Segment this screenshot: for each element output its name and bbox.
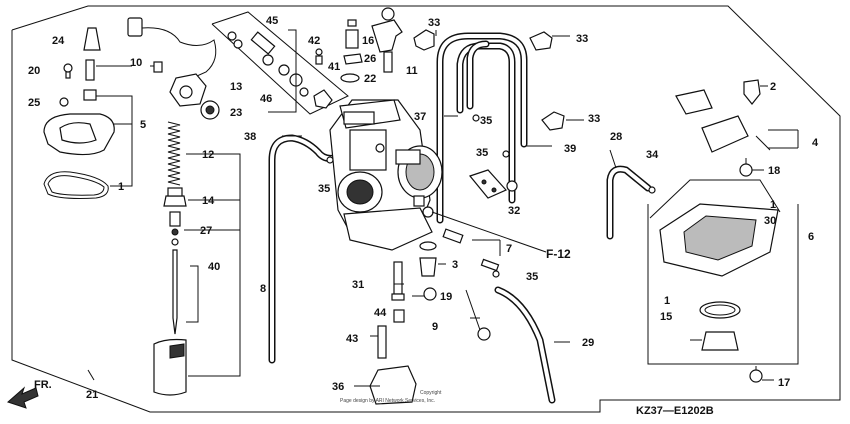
label-9: 9 — [432, 321, 438, 333]
label-24: 24 — [52, 35, 65, 47]
label-1c: 1 — [664, 295, 670, 307]
throttle-valve-group — [153, 121, 241, 396]
sensor-wire-group — [127, 17, 220, 120]
label-42: 42 — [308, 35, 320, 47]
label-25: 25 — [28, 97, 40, 109]
label-35a: 35 — [318, 183, 330, 195]
top-small-parts — [315, 7, 403, 83]
label-14: 14 — [202, 195, 215, 207]
float-bowl — [647, 179, 799, 383]
jet-parts — [326, 114, 510, 405]
throttle-sensor-group — [43, 27, 133, 199]
label-39: 39 — [564, 143, 576, 155]
label-33b: 33 — [576, 33, 588, 45]
carburetor-body — [329, 99, 547, 253]
label-35b: 35 — [480, 115, 492, 127]
label-21: 21 — [86, 389, 98, 401]
plate-32 — [468, 169, 518, 199]
label-1b: 1 — [770, 199, 776, 211]
ref-label: F-12 — [546, 247, 571, 261]
label-5: 5 — [140, 119, 146, 131]
label-44: 44 — [374, 307, 387, 319]
label-10: 10 — [130, 57, 142, 69]
label-30: 30 — [764, 215, 776, 227]
label-22: 22 — [364, 73, 376, 85]
tube-28 — [606, 165, 656, 240]
vent-tube-38 — [268, 134, 338, 364]
label-6: 6 — [808, 231, 814, 243]
label-27: 27 — [200, 225, 212, 237]
diagram-frame — [11, 5, 841, 413]
label-13: 13 — [230, 81, 242, 93]
label-20: 20 — [28, 65, 40, 77]
label-35d: 35 — [526, 271, 538, 283]
label-2: 2 — [770, 81, 776, 93]
label-3: 3 — [452, 259, 458, 271]
front-direction-arrow — [7, 386, 39, 409]
label-4: 4 — [812, 137, 819, 149]
label-15: 15 — [660, 311, 672, 323]
label-43: 43 — [346, 333, 358, 345]
label-23: 23 — [230, 107, 242, 119]
label-40: 40 — [208, 261, 220, 273]
label-7: 7 — [506, 243, 512, 255]
label-11: 11 — [406, 65, 418, 77]
direction-label: FR. — [34, 379, 52, 391]
label-33c: 33 — [588, 113, 600, 125]
label-17: 17 — [778, 377, 790, 389]
label-1a: 1 — [118, 181, 124, 193]
label-36: 36 — [332, 381, 344, 393]
label-45: 45 — [266, 15, 278, 27]
label-8: 8 — [260, 283, 266, 295]
label-26: 26 — [364, 53, 376, 65]
label-35c: 35 — [476, 147, 488, 159]
label-33a: 33 — [428, 17, 440, 29]
label-37: 37 — [414, 111, 426, 123]
label-29: 29 — [582, 337, 594, 349]
copyright-line-1: Copyright — [420, 390, 442, 396]
float-parts — [675, 79, 799, 177]
label-12: 12 — [202, 149, 214, 161]
label-34: 34 — [646, 149, 659, 161]
label-32: 32 — [508, 205, 520, 217]
vent-tubes-37-39 — [436, 32, 528, 224]
drain-tube-29 — [494, 286, 556, 404]
label-16: 16 — [362, 35, 374, 47]
label-31: 31 — [352, 279, 364, 291]
leader-lines — [87, 30, 774, 387]
diagram-code: KZ37—E1202B — [636, 405, 714, 417]
part-labels: 24 20 25 5 1 10 13 23 46 45 12 14 27 40 … — [28, 15, 819, 417]
label-38: 38 — [244, 131, 256, 143]
hose-clamps-33 — [413, 29, 565, 131]
label-18: 18 — [768, 165, 780, 177]
label-19: 19 — [440, 291, 452, 303]
label-46: 46 — [260, 93, 272, 105]
label-41: 41 — [328, 61, 340, 73]
throttle-shaft-kit — [211, 11, 349, 115]
label-28: 28 — [610, 131, 622, 143]
copyright-line-2: Page design by ARI Network Services, Inc… — [340, 398, 435, 404]
